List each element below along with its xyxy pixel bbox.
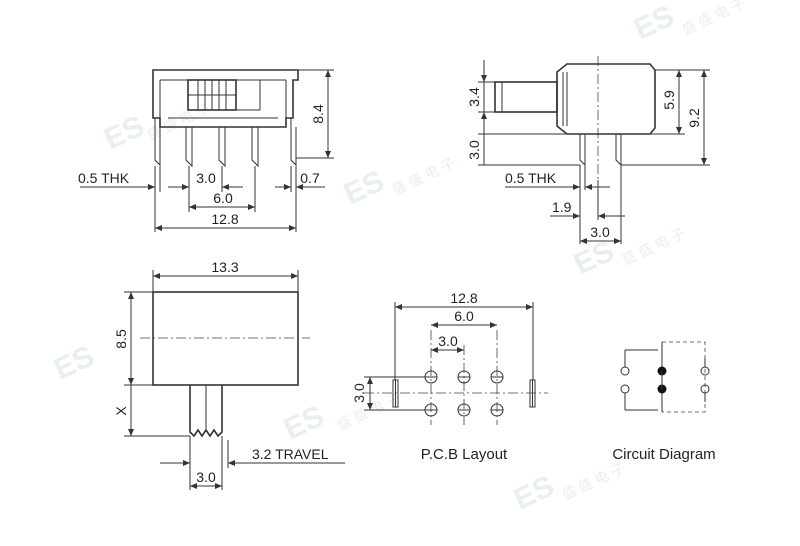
front-view-width-label: 12.8 bbox=[211, 211, 238, 227]
watermark-chinese: 盛 盛 电 子 bbox=[390, 155, 458, 198]
watermark-logo: ES bbox=[279, 400, 329, 447]
side-view-body-height-label: 5.9 bbox=[661, 90, 677, 110]
front-view-pin bbox=[290, 118, 297, 167]
pcb-layout-caption: P.C.B Layout bbox=[421, 446, 508, 463]
front-view-height-label: 8.4 bbox=[310, 104, 326, 124]
side-view-pin bbox=[615, 134, 622, 167]
circuit-switch-outline bbox=[662, 341, 706, 413]
side-view-pin-offset-label: 1.9 bbox=[552, 199, 572, 215]
pcb-span-label: 6.0 bbox=[454, 308, 474, 324]
side-view-pin-pitch-label: 3.0 bbox=[590, 224, 610, 240]
front-view-thk-label: 0.5 THK bbox=[78, 170, 130, 186]
watermark-chinese: 盛 盛 电 子 bbox=[560, 460, 628, 503]
top-view-width-label: 13.3 bbox=[211, 259, 238, 275]
top-view-body bbox=[152, 291, 299, 386]
pcb-overall-label: 12.8 bbox=[450, 290, 477, 306]
watermark-logo: ES bbox=[629, 0, 679, 46]
circuit-diagram-caption: Circuit Diagram bbox=[612, 446, 715, 463]
watermark-group: ES ES ES ES ES ES ES 盛 盛 电 子 盛 盛 电 子 盛 盛… bbox=[49, 0, 748, 516]
side-view-lever bbox=[494, 81, 558, 113]
side-view-overall-height-label: 9.2 bbox=[686, 108, 702, 128]
side-view-lever-height-label: 3.4 bbox=[466, 87, 482, 107]
top-view-lever-width-label: 3.0 bbox=[196, 469, 216, 485]
side-view-thk-label: 0.5 THK bbox=[505, 170, 557, 186]
pcb-row-label: 3.0 bbox=[351, 383, 367, 403]
watermark-logo: ES bbox=[509, 470, 559, 517]
side-view-body bbox=[556, 63, 656, 135]
pcb-layout: 12.8 6.0 3.0 3.0 P.C.B Layout bbox=[351, 290, 548, 463]
front-view-pin bbox=[185, 127, 193, 168]
front-view-side-label: 0.7 bbox=[300, 170, 320, 186]
circuit-terminal bbox=[620, 366, 630, 376]
top-view-x-label: X bbox=[113, 406, 129, 416]
top-view: 13.3 8.5 X 3.2 TRAVEL 3.0 bbox=[113, 259, 345, 490]
front-view-pitch-label: 3.0 bbox=[196, 170, 216, 186]
side-view: 3.4 3.0 5.9 9.2 0.5 THK 1.9 3.0 bbox=[466, 56, 710, 244]
front-view-pin bbox=[218, 127, 226, 168]
circuit-diagram: Circuit Diagram bbox=[612, 341, 716, 463]
watermark-chinese: 盛 盛 电 子 bbox=[680, 0, 748, 38]
top-view-height-label: 8.5 bbox=[113, 329, 129, 349]
watermark-chinese: 盛 盛 电 子 bbox=[335, 390, 403, 433]
front-view-span-label: 6.0 bbox=[213, 190, 233, 206]
side-view-lever-offset-label: 3.0 bbox=[466, 140, 482, 160]
watermark-logo: ES bbox=[569, 235, 619, 282]
circuit-terminal bbox=[620, 384, 630, 394]
watermark-logo: ES bbox=[99, 110, 149, 157]
side-view-pin bbox=[579, 134, 586, 167]
front-view: 8.4 0.5 THK 3.0 6.0 0.7 12.8 bbox=[78, 69, 334, 232]
pcb-pitch-label: 3.0 bbox=[438, 333, 458, 349]
front-view-pin bbox=[251, 127, 259, 168]
watermark-logo: ES bbox=[339, 165, 389, 212]
front-view-pin bbox=[154, 118, 161, 167]
watermark-logo: ES bbox=[49, 340, 99, 387]
watermark-chinese: 盛 盛 电 子 bbox=[620, 225, 688, 268]
top-view-travel-label: 3.2 TRAVEL bbox=[252, 446, 329, 462]
